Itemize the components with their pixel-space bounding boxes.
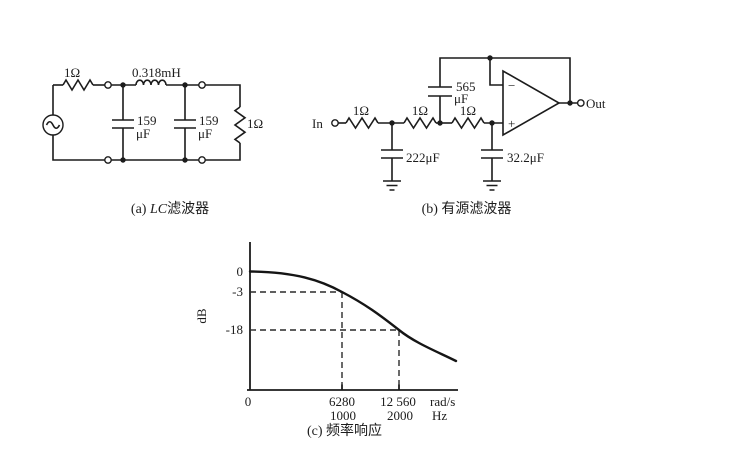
caption-a: (a) LC滤波器 <box>100 198 240 218</box>
response-curve <box>248 270 458 363</box>
lc-filter-schematic: 1Ω 0.318mH 159 μF 159 μF 1Ω <box>42 65 263 164</box>
caption-a-suffix: 滤波器 <box>167 202 210 217</box>
output-port-label: Out <box>586 96 606 111</box>
ground-symbol-right <box>483 180 501 191</box>
opamp-noninverting-input-label: + <box>508 116 515 131</box>
port-terminals <box>104 81 206 164</box>
xtick-1000: 1000 <box>330 408 356 423</box>
x-unit-rad: rad/s <box>430 394 455 409</box>
xtick-12560: 12 560 <box>380 394 416 409</box>
cap1-unit-label: μF <box>136 126 150 141</box>
cap2-unit-label: μF <box>198 126 212 141</box>
middle-resistor <box>403 116 437 130</box>
ytick-minus18: -18 <box>226 322 243 337</box>
caption-a-italic: LC <box>149 202 168 217</box>
load-resistor <box>233 106 247 144</box>
xtick-6280: 6280 <box>329 394 355 409</box>
frequency-response-chart: 0 -3 -18 dB 0 6280 12 560 rad/s 1000 200… <box>194 242 458 423</box>
opamp-icon <box>502 69 561 137</box>
ytick-0: 0 <box>237 264 244 279</box>
feedback-capacitor-565 <box>428 86 452 123</box>
xtick-origin: 0 <box>245 394 252 409</box>
inductor <box>135 79 167 86</box>
inductor-value-label: 0.318mH <box>132 65 181 80</box>
x-unit-hz: Hz <box>432 408 447 423</box>
cap32-value-label: 32.2μF <box>507 150 544 165</box>
y-axis-label: dB <box>194 308 209 324</box>
chart-axes <box>247 242 458 391</box>
cap222-value-label: 222μF <box>406 150 440 165</box>
ground-symbol-left <box>383 180 401 191</box>
cutoff-guide-lines <box>250 291 400 390</box>
shunt-capacitor-222 <box>381 123 403 181</box>
caption-b: (b) 有源滤波器 <box>421 202 512 217</box>
rb3-value-label: 1Ω <box>460 103 476 118</box>
ac-source-icon <box>42 114 64 136</box>
ytick-minus3: -3 <box>232 284 243 299</box>
r1-value-label: 1Ω <box>64 65 80 80</box>
cap565-unit-label: μF <box>454 91 468 106</box>
junction-dots <box>120 82 188 163</box>
load-value-label: 1Ω <box>247 116 263 131</box>
input-port-label: In <box>312 116 323 131</box>
rb1-value-label: 1Ω <box>353 103 369 118</box>
active-filter-wires <box>338 57 578 124</box>
cap565-value-label: 565 <box>456 79 476 94</box>
shunt-capacitor-2 <box>174 85 196 160</box>
shunt-capacitor-32 <box>481 123 503 181</box>
caption-c: (c) 频率响应 <box>306 424 383 439</box>
opamp-inverting-input-label: − <box>508 78 515 93</box>
input-resistor <box>345 116 379 130</box>
active-filter-schematic: In Out 1Ω 1Ω 1Ω 222μF 565 μF 32.2μF − + <box>312 55 606 191</box>
series-resistor <box>62 78 94 92</box>
last-resistor <box>451 116 485 130</box>
caption-a-prefix: (a) <box>130 202 150 217</box>
cap2-value-label: 159 <box>199 113 219 128</box>
rb2-value-label: 1Ω <box>412 103 428 118</box>
cap1-value-label: 159 <box>137 113 157 128</box>
shunt-capacitor-1 <box>112 85 134 160</box>
junction-dots <box>389 55 573 126</box>
xtick-2000: 2000 <box>387 408 413 423</box>
io-terminals <box>331 99 585 127</box>
